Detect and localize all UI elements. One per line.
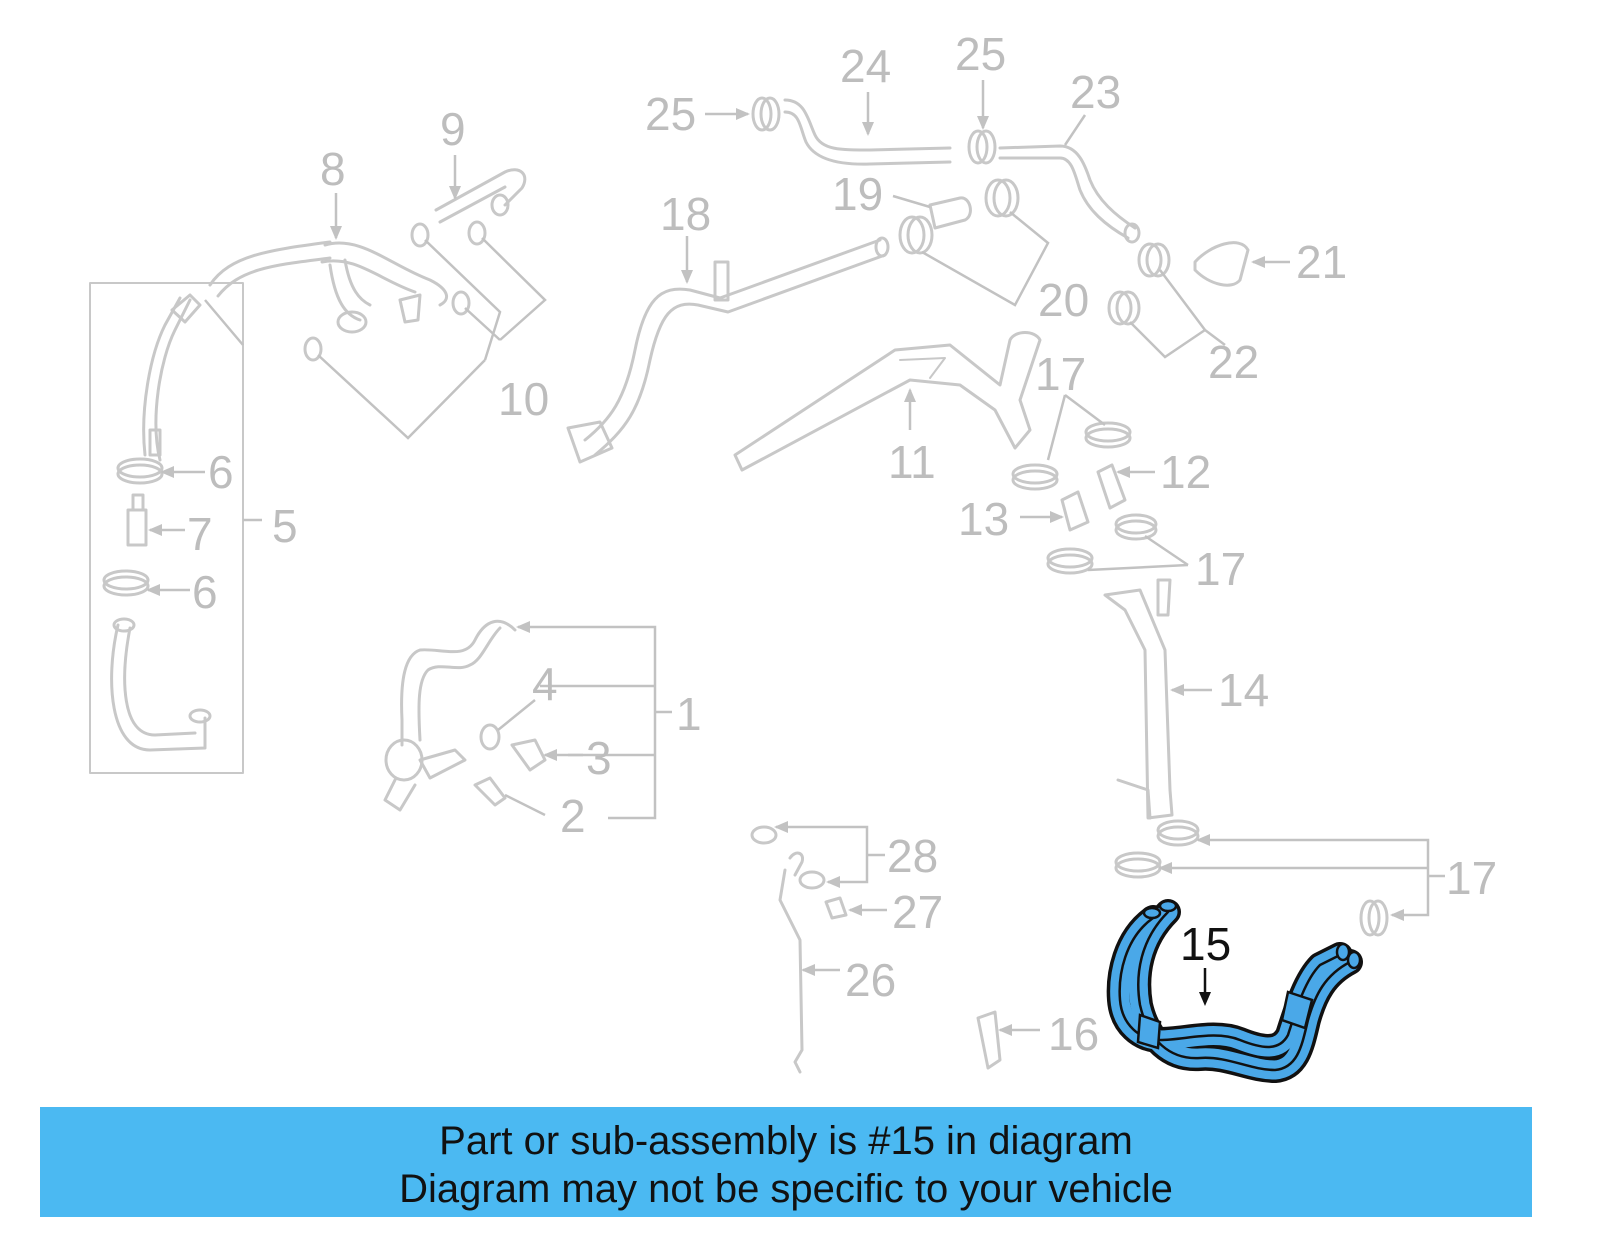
callout-11: 11 [888, 436, 936, 488]
callout-25-left: 25 [645, 88, 696, 140]
callout-17-lower: 17 [1446, 852, 1497, 904]
part-22-clamps [1107, 242, 1171, 326]
part-3-bracket [510, 738, 547, 772]
callout-23: 23 [1070, 66, 1121, 118]
callout-24: 24 [840, 40, 891, 92]
callout-6-lower: 6 [192, 566, 218, 618]
part-17-clamps-upper [1011, 421, 1158, 575]
part-14-pipe [1103, 578, 1174, 820]
callout-17-upper: 17 [1035, 348, 1086, 400]
part-4-gasket [479, 723, 501, 751]
callout-26: 26 [845, 954, 896, 1006]
part-21-hose [1193, 241, 1250, 287]
callout-20: 20 [1038, 274, 1089, 326]
info-banner: Part or sub-assembly is #15 in diagram D… [40, 1107, 1532, 1217]
part-10-gaskets [303, 220, 487, 362]
callout-6-upper: 6 [208, 446, 234, 498]
part-17-clamps-lower [1114, 819, 1389, 937]
part-9-pipe [434, 168, 527, 224]
banner-line-1: Part or sub-assembly is #15 in diagram [439, 1119, 1133, 1163]
callout-28: 28 [887, 830, 938, 882]
part-25-clamps [751, 96, 997, 165]
part-18-pipe [566, 236, 890, 464]
leader-arrowheads [146, 108, 1404, 1036]
part-28-gaskets [750, 825, 826, 890]
banner-background [40, 1107, 1532, 1217]
part-19-hose [928, 196, 972, 230]
callout-7: 7 [187, 508, 213, 560]
callout-15: 15 [1180, 918, 1231, 970]
callout-22: 22 [1208, 336, 1259, 388]
callout-10: 10 [498, 373, 549, 425]
part-23-pipe [998, 144, 1141, 244]
callout-27: 27 [892, 886, 943, 938]
part-11-pipe [733, 331, 1042, 472]
callout-2: 2 [560, 790, 586, 842]
callout-16: 16 [1048, 1008, 1099, 1060]
part-26-tube [778, 851, 805, 1074]
leader-lines [148, 80, 1445, 1032]
callout-13: 13 [958, 493, 1009, 545]
callout-5: 5 [272, 500, 298, 552]
part-27-fitting [824, 896, 848, 920]
part-16-bracket [976, 1010, 1002, 1070]
callout-12: 12 [1160, 446, 1211, 498]
callout-25-right: 25 [955, 28, 1006, 80]
callout-17-middle: 17 [1195, 543, 1246, 595]
part-5-hose-assembly [89, 240, 332, 774]
part-2-clip [473, 776, 507, 807]
callout-9: 9 [440, 103, 466, 155]
part-13-hose [1060, 490, 1090, 532]
callout-1: 1 [676, 688, 702, 740]
callout-3: 3 [586, 732, 612, 784]
callout-18: 18 [660, 188, 711, 240]
callout-4: 4 [532, 658, 558, 710]
part-8-pipe [320, 241, 448, 334]
part-1-hose [383, 619, 517, 812]
part-15-highlighted-pipe [1106, 899, 1363, 1083]
part-24-hose [783, 98, 952, 166]
callout-14: 14 [1218, 664, 1269, 716]
part-20-clamps [898, 178, 1020, 255]
callout-8: 8 [320, 143, 346, 195]
callout-19: 19 [832, 168, 883, 220]
callout-21: 21 [1296, 236, 1347, 288]
part-12-hose [1096, 463, 1127, 510]
callout-labels: 8 9 10 5 6 7 6 18 24 25 25 23 19 20 21 2… [187, 28, 1497, 1060]
leader-15-arrowhead [1199, 992, 1211, 1006]
banner-line-2: Diagram may not be specific to your vehi… [399, 1167, 1173, 1211]
